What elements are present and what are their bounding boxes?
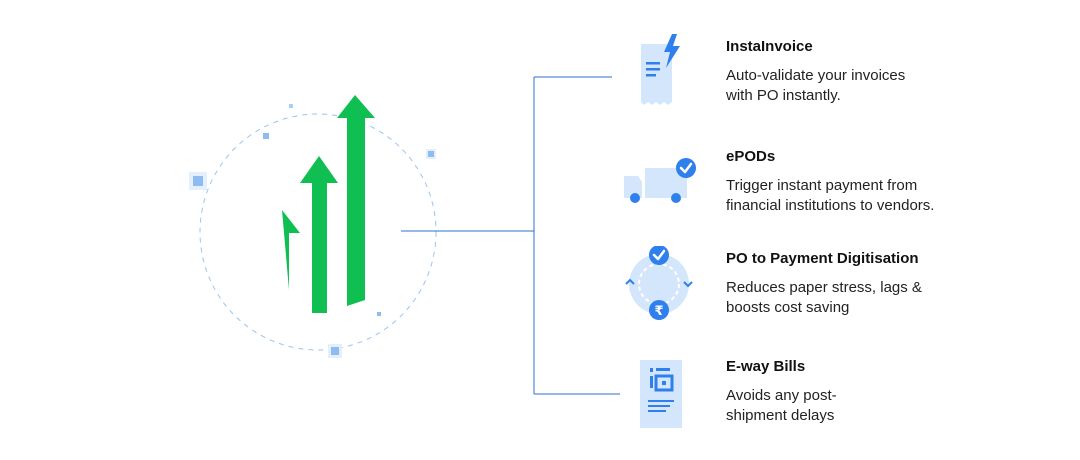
hero-illustration [189, 95, 437, 358]
orbit-square-small-2 [289, 104, 293, 108]
feature-description: Trigger instant payment from financial i… [726, 177, 935, 214]
orbit-square-large-inner [193, 176, 203, 186]
feature-title: PO to Payment Digitisation [726, 250, 919, 267]
feature-epods: ePODs Trigger instant payment from finan… [620, 144, 1060, 224]
invoice-lightning-icon [641, 34, 680, 105]
growth-arrow-medium [300, 156, 338, 313]
growth-arrow-small [282, 210, 300, 290]
orbit-square-small-1 [263, 133, 269, 139]
feature-eway-bills: E-way Bills Avoids any post- shipment de… [620, 354, 1060, 434]
eway-bill-document-icon [640, 360, 682, 428]
feature-description: Avoids any post- shipment delays [726, 387, 837, 424]
orbit-square-medium-2-inner [331, 347, 339, 355]
feature-description: Reduces paper stress, lags & boosts cost… [726, 279, 922, 316]
feature-title: ePODs [726, 148, 776, 165]
feature-title: InstaInvoice [726, 38, 813, 55]
dashed-orbit [199, 113, 437, 351]
orbit-square-small-3 [377, 312, 381, 316]
svg-text:₹: ₹ [654, 304, 663, 319]
growth-arrow-large [337, 95, 375, 306]
rupee-cycle-icon: ₹ [625, 246, 693, 320]
orbit-square-medium-1-inner [428, 151, 434, 157]
feature-po-to-payment: ₹ PO to Payment Digitisation Reduces pap… [620, 246, 1060, 326]
delivery-truck-check-icon [624, 158, 696, 203]
feature-description: Auto-validate your invoices with PO inst… [726, 67, 906, 104]
feature-title: E-way Bills [726, 358, 806, 375]
growth-arrows-icon [282, 95, 375, 313]
feature-instainvoice: InstaInvoice Auto-validate your invoices… [620, 34, 1060, 114]
